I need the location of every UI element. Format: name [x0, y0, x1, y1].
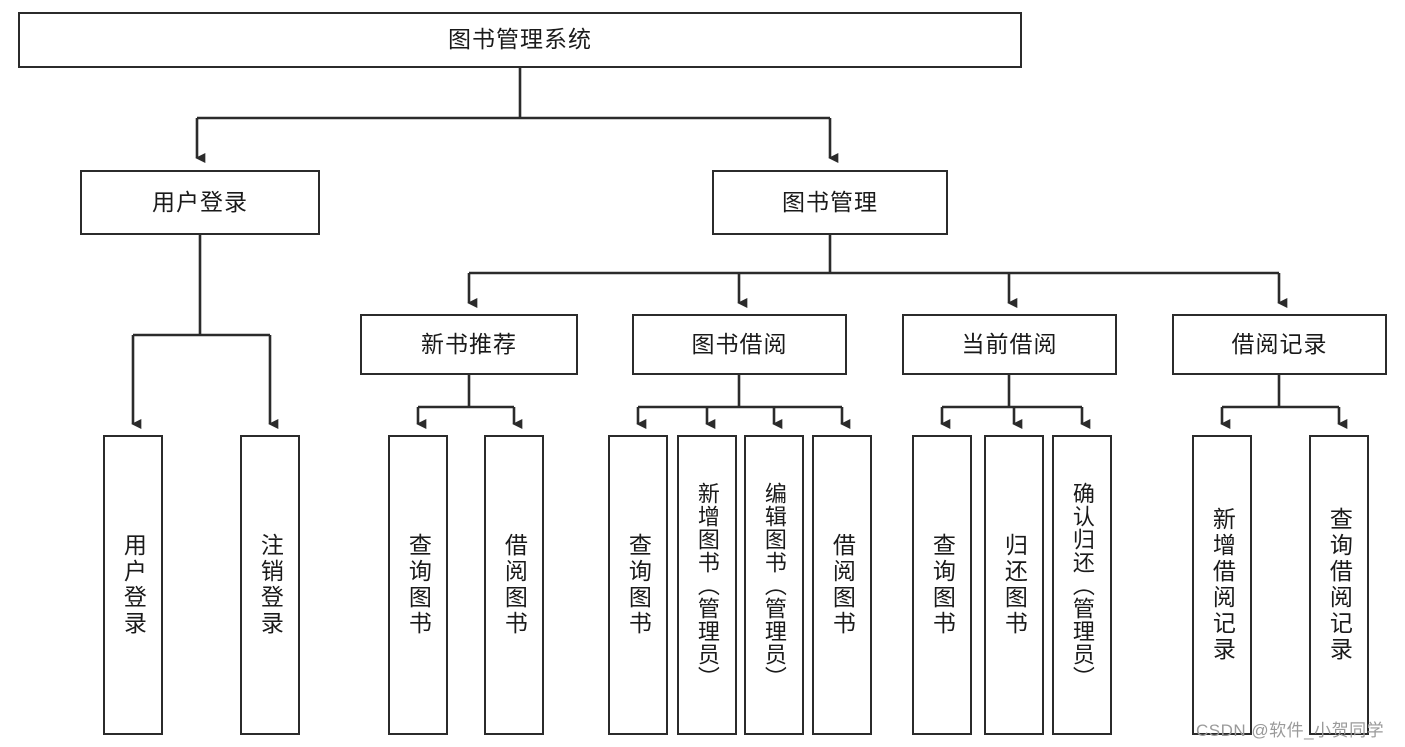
leaf-edit-book-admin[interactable]: 编辑图书（管理员） — [744, 435, 804, 735]
leaf-confirm-return-admin[interactable]: 确认归还（管理员） — [1052, 435, 1112, 735]
leaf-query-book-current[interactable]: 查询图书 — [912, 435, 972, 735]
leaf-query-book-borrow[interactable]: 查询图书 — [608, 435, 668, 735]
leaf-query-book-recommend[interactable]: 查询图书 — [388, 435, 448, 735]
node-new-book-recommend[interactable]: 新书推荐 — [360, 314, 578, 375]
node-book-management[interactable]: 图书管理 — [712, 170, 948, 235]
leaf-return-book[interactable]: 归还图书 — [984, 435, 1044, 735]
node-current-borrow[interactable]: 当前借阅 — [902, 314, 1117, 375]
leaf-add-borrow-record[interactable]: 新增借阅记录 — [1192, 435, 1252, 735]
leaf-user-login[interactable]: 用户登录 — [103, 435, 163, 735]
leaf-borrow-book-recommend[interactable]: 借阅图书 — [484, 435, 544, 735]
node-borrow-record[interactable]: 借阅记录 — [1172, 314, 1387, 375]
leaf-add-book-admin[interactable]: 新增图书（管理员） — [677, 435, 737, 735]
leaf-logout[interactable]: 注销登录 — [240, 435, 300, 735]
node-root-book-management-system[interactable]: 图书管理系统 — [18, 12, 1022, 68]
node-book-borrow[interactable]: 图书借阅 — [632, 314, 847, 375]
csdn-watermark: CSDN @软件_小贺同学 — [1196, 721, 1385, 740]
leaf-borrow-book[interactable]: 借阅图书 — [812, 435, 872, 735]
node-user-login[interactable]: 用户登录 — [80, 170, 320, 235]
leaf-query-borrow-record[interactable]: 查询借阅记录 — [1309, 435, 1369, 735]
